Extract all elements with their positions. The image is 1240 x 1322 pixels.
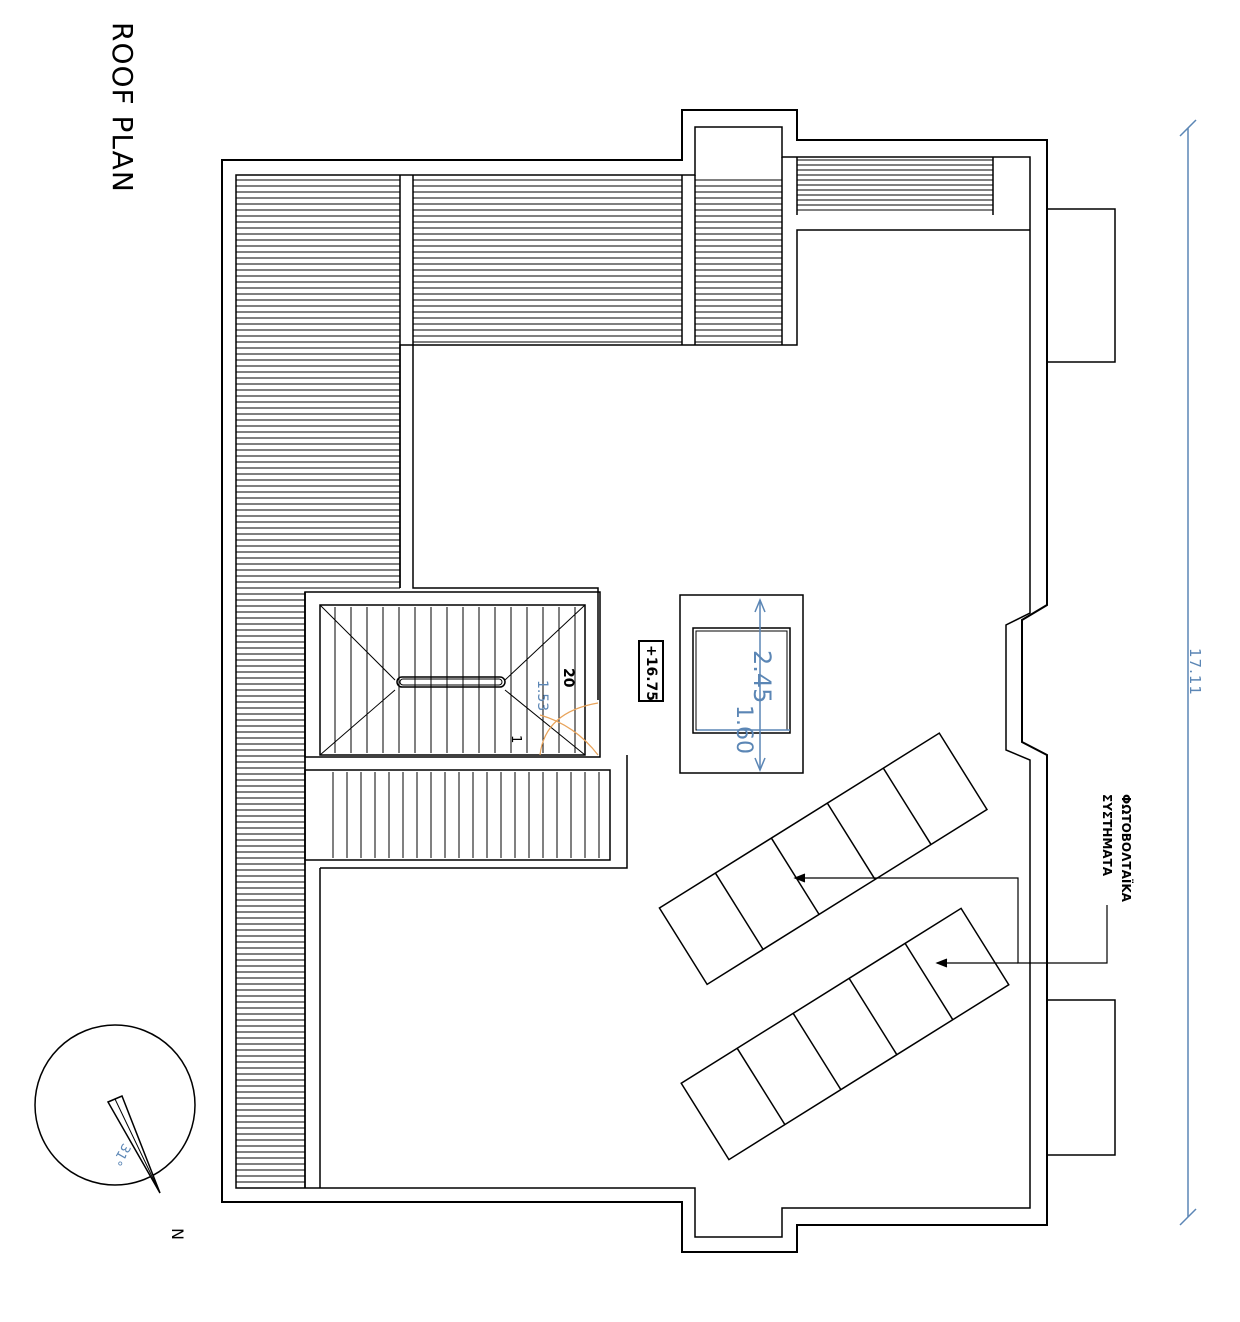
pv-array-1	[658, 732, 989, 986]
parapet-inner-outline	[235, 126, 1031, 1238]
elevation-tag: +16.75	[643, 645, 659, 702]
tiled-roof-hatching	[236, 159, 993, 1189]
shaft-dimension-lines	[697, 598, 790, 772]
pv-array-2	[680, 907, 1010, 1161]
roof-terrace-outline	[304, 229, 1030, 1188]
exterior-unit-top	[1046, 208, 1116, 363]
stair-width-label: 1.53	[534, 680, 550, 712]
building-outer-outline	[221, 109, 1048, 1253]
roof-dividers	[304, 157, 994, 1188]
north-arrow-compass	[34, 1024, 196, 1194]
drawing-title: ROOF PLAN	[106, 22, 139, 193]
shaft-opening	[679, 594, 804, 774]
stair-step-first-label: 1	[508, 735, 523, 744]
shaft-dimension-b: 1.60	[731, 705, 756, 754]
pv-label-line1: ΦΩΤΟΒΟΛΤΑΪΚΑ	[1119, 794, 1133, 902]
elevation-tag-box	[638, 640, 664, 702]
shaft-dimension-a: 2.45	[748, 650, 776, 704]
pv-leader-lines	[793, 873, 1108, 968]
north-label: N	[168, 1228, 187, 1240]
staircase	[304, 591, 611, 861]
pv-label-line2: ΣΥΣΤΗΜΑΤΑ	[1100, 794, 1114, 877]
stair-step-last-label: 20	[560, 668, 576, 688]
door-swing-arc	[539, 702, 599, 756]
exterior-unit-bottom	[1046, 999, 1116, 1156]
overall-dimension-label: 17.11	[1186, 648, 1204, 696]
overall-dimension-line	[1179, 119, 1197, 1226]
